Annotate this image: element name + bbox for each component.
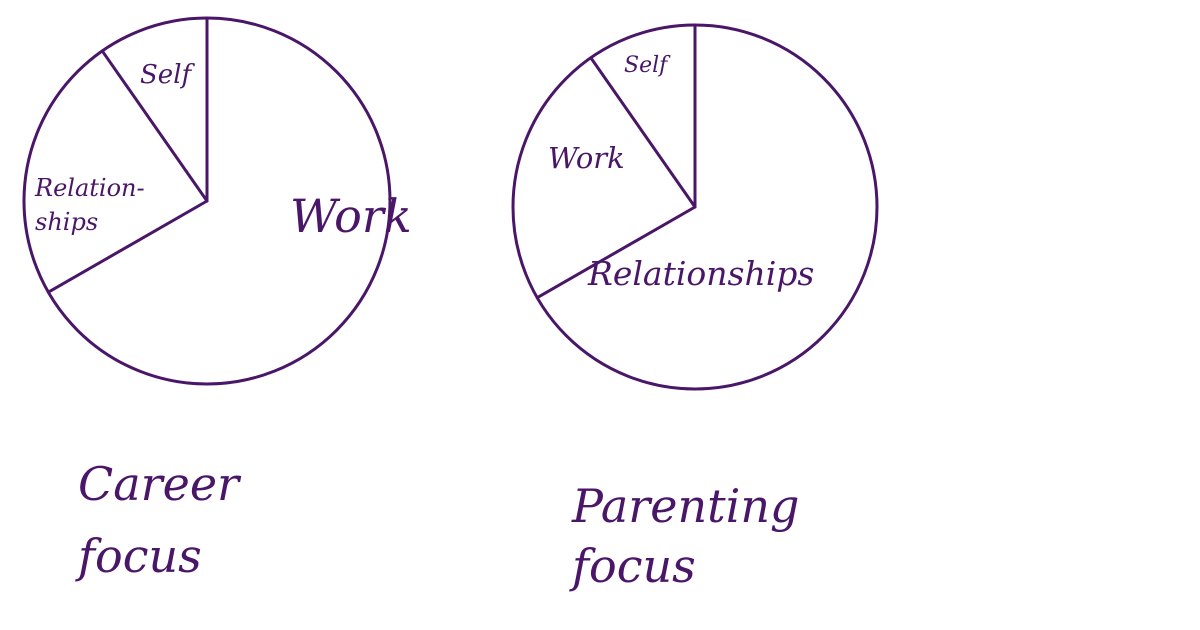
pie-1-caption-line-1: focus	[75, 529, 202, 583]
pie-2-caption-line-0: Parenting	[571, 479, 799, 533]
pie-1-slice-label-0: Work	[290, 189, 412, 243]
pie-1-divider-2	[100, 49, 209, 203]
pie-1-slice-label-1-line-0: Relation-	[34, 174, 145, 202]
pie-2-slice-label-0-line-0: Relationships	[587, 254, 814, 293]
pie-1-caption-line-0: Career	[78, 457, 242, 511]
pie-1-slice-label-2: Self	[140, 60, 196, 90]
pie-2-divider-1	[535, 205, 697, 300]
pie-1-slice-label-1-line-1: ships	[35, 208, 98, 236]
pie-2-slice-label-1: Work	[548, 141, 625, 175]
pie-1-slice-label-1: Relation-ships	[34, 174, 145, 236]
pie-1-divider-1	[46, 199, 209, 294]
pie-2-slice-label-2: Self	[624, 53, 671, 78]
pie-1-caption: Career focus	[75, 457, 242, 583]
pie-2-divider-2	[589, 56, 697, 209]
pie-2-slice-label-1-line-0: Work	[548, 141, 625, 175]
pie-2-slice-label-2-line-0: Self	[624, 53, 671, 78]
pie-2-slice-label-0: Relationships	[587, 254, 814, 293]
pie-1-slice-label-2-line-0: Self	[140, 60, 196, 90]
pie-1-slice-label-0-line-0: Work	[290, 189, 412, 243]
pie-2-caption-line-1: focus	[569, 539, 696, 593]
pie-2-caption: Parenting focus	[569, 479, 799, 593]
